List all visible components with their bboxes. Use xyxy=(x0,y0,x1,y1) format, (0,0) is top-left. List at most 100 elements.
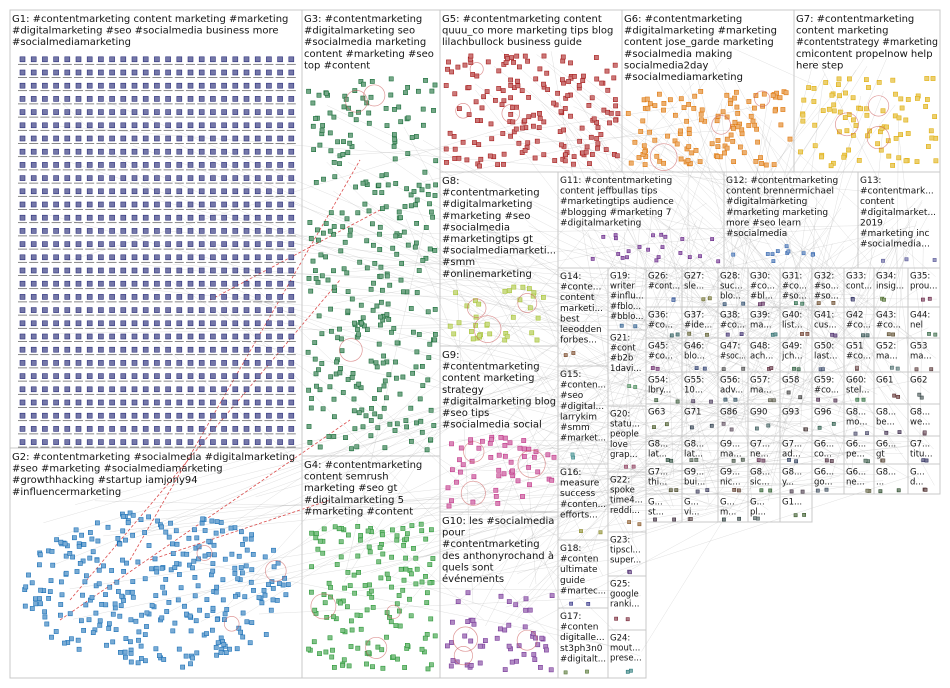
node xyxy=(154,386,160,393)
node xyxy=(138,517,144,522)
node xyxy=(432,337,438,343)
group-label-line: blo... xyxy=(720,292,741,302)
node xyxy=(220,577,226,583)
node xyxy=(221,426,227,432)
node xyxy=(886,153,892,159)
node xyxy=(42,56,48,63)
node xyxy=(19,439,26,445)
node xyxy=(46,595,51,601)
node xyxy=(154,241,160,247)
node xyxy=(142,214,149,221)
node xyxy=(121,568,126,574)
node xyxy=(196,544,202,550)
edge xyxy=(539,427,588,479)
node xyxy=(313,180,319,185)
node xyxy=(588,134,594,140)
node xyxy=(428,616,434,622)
node xyxy=(75,412,82,419)
node xyxy=(798,395,803,400)
group-label-gy: G...pl... xyxy=(750,498,766,518)
node xyxy=(75,386,82,393)
group-label-line: ultimate xyxy=(560,565,598,575)
node xyxy=(322,600,328,606)
edge xyxy=(463,388,602,640)
node-cluster-gb xyxy=(884,430,902,435)
node xyxy=(112,601,118,607)
node xyxy=(370,242,376,248)
node xyxy=(496,452,502,458)
node xyxy=(487,153,493,159)
node xyxy=(516,64,522,70)
node-cluster-g41 xyxy=(830,332,838,338)
edge xyxy=(65,160,929,446)
node xyxy=(98,254,104,261)
node xyxy=(903,158,909,164)
node xyxy=(232,122,239,129)
node xyxy=(266,69,272,76)
node xyxy=(933,332,938,337)
node xyxy=(661,107,666,113)
group-label-line: pe... xyxy=(846,450,865,460)
edge xyxy=(535,287,848,453)
node xyxy=(288,360,295,366)
node xyxy=(64,333,71,340)
node xyxy=(59,592,65,598)
node xyxy=(431,108,436,113)
node xyxy=(254,307,261,313)
node xyxy=(551,454,557,460)
edge xyxy=(639,212,653,306)
node xyxy=(306,424,312,429)
node xyxy=(64,439,71,445)
node xyxy=(526,286,532,291)
node xyxy=(346,663,352,669)
group-label-line: G32: xyxy=(814,272,834,282)
node xyxy=(761,458,766,463)
edge xyxy=(370,425,865,573)
node xyxy=(735,124,741,130)
node xyxy=(378,273,384,279)
node xyxy=(360,424,366,430)
node xyxy=(636,155,642,160)
node xyxy=(568,60,573,66)
node xyxy=(914,159,920,164)
node xyxy=(328,584,333,590)
node xyxy=(67,611,73,617)
node xyxy=(176,82,183,89)
node xyxy=(198,373,205,379)
node xyxy=(886,332,891,337)
node-cluster-g2 xyxy=(22,510,291,670)
node xyxy=(396,593,402,598)
node xyxy=(669,333,674,338)
node xyxy=(210,188,216,195)
node xyxy=(501,98,507,104)
node xyxy=(97,618,103,624)
node xyxy=(98,201,104,208)
node xyxy=(817,425,822,430)
group-label-line: #market... xyxy=(560,434,606,444)
node xyxy=(448,663,454,669)
node xyxy=(823,80,829,85)
node xyxy=(454,659,460,665)
node xyxy=(422,635,428,641)
node xyxy=(53,241,59,247)
group-label-line: nel xyxy=(910,321,923,331)
node xyxy=(75,82,82,89)
node-cluster-gg xyxy=(756,458,766,463)
node xyxy=(232,307,239,313)
edge xyxy=(585,93,731,503)
edge xyxy=(364,141,775,427)
node xyxy=(340,662,345,668)
node xyxy=(251,587,256,593)
node xyxy=(778,122,784,128)
node xyxy=(120,426,127,432)
node xyxy=(109,346,115,353)
node xyxy=(605,87,611,93)
node xyxy=(123,636,129,641)
node xyxy=(221,122,227,129)
node xyxy=(109,109,115,115)
node xyxy=(232,214,239,221)
node xyxy=(86,320,93,327)
node xyxy=(351,572,357,578)
node xyxy=(659,232,664,237)
node xyxy=(221,56,227,63)
